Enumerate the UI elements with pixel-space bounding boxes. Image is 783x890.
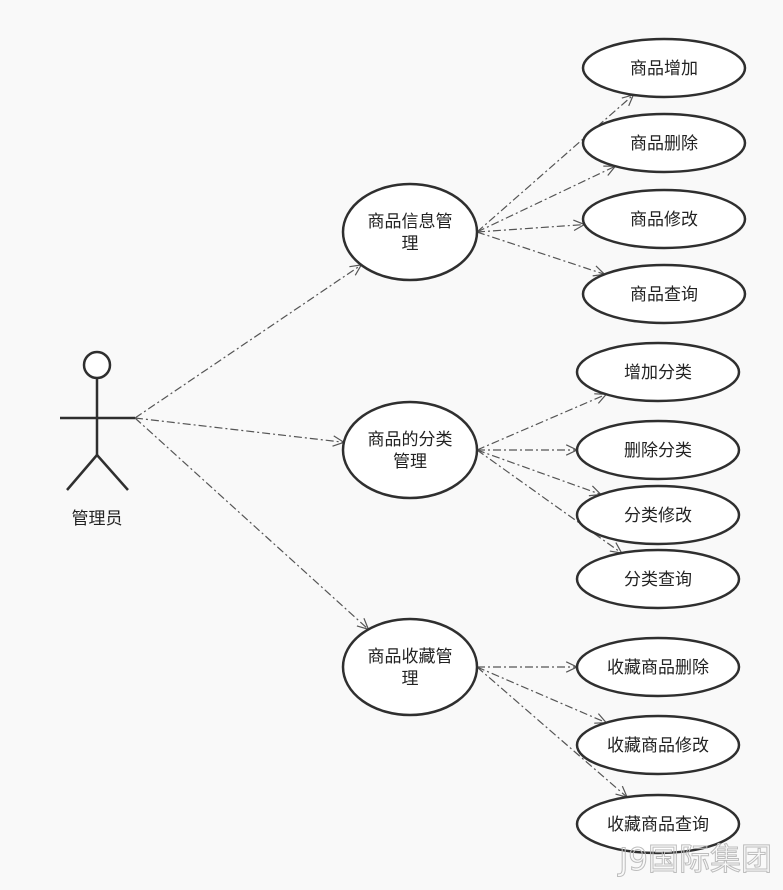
edge-goods-category-to-category-add (476, 393, 607, 451)
usecase-goods-query-ellipse (581, 263, 747, 325)
usecase-favorite-edit: 收藏商品修改 (575, 714, 741, 776)
usecase-goods-add-label: 商品增加 (630, 59, 698, 79)
usecase-category-add-label: 增加分类 (624, 363, 692, 383)
usecase-goods-edit-ellipse (581, 188, 747, 250)
edge-actor-to-goods-info-arrowhead (349, 264, 363, 276)
usecase-favorite-edit-ellipse (575, 714, 741, 776)
usecase-favorite-edit-label: 收藏商品修改 (607, 736, 709, 756)
usecase-category-edit-ellipse (575, 484, 741, 546)
actor-label: 管理员 (72, 509, 123, 529)
usecase-goods-edit-label: 商品修改 (630, 210, 698, 230)
edge-actor-to-goods-category (134, 417, 344, 443)
edge-actor-to-goods-info (134, 264, 362, 419)
edge-goods-info-to-goods-delete-arrowhead (603, 165, 617, 176)
edge-actor-to-goods-favorite (134, 417, 369, 630)
usecase-category-query: 分类查询 (575, 548, 741, 610)
edge-goods-info-to-goods-delete (476, 165, 616, 233)
actor-head (82, 350, 112, 380)
usecase-goods-query: 商品查询 (581, 263, 747, 325)
edge-goods-favorite-to-favorite-query (476, 666, 628, 798)
edge-goods-category-to-category-query-arrowhead (609, 542, 623, 554)
usecase-category-delete: 删除分类 (575, 419, 741, 481)
nodes-layer: 商品信息管理商品增加商品删除商品修改商品查询商品的分类管理增加分类删除分类分类修… (341, 37, 747, 855)
usecase-goods-edit: 商品修改 (581, 188, 747, 250)
edge-goods-category-to-category-edit (476, 449, 602, 496)
edge-goods-info-to-goods-add (476, 94, 634, 233)
usecase-goods-delete-ellipse (581, 112, 747, 174)
usecase-category-delete-label: 删除分类 (624, 441, 692, 461)
usecase-goods-info-label: 商品信息管 (368, 212, 453, 232)
usecase-category-add-ellipse (575, 341, 741, 403)
usecase-favorite-query-label: 收藏商品查询 (607, 815, 709, 835)
actor: 管理员 (60, 350, 135, 529)
usecase-goods-query-label: 商品查询 (630, 285, 698, 305)
usecase-goods-delete-label: 商品删除 (630, 134, 698, 154)
usecase-category-query-ellipse (575, 548, 741, 610)
usecase-goods-info-ellipse (341, 182, 479, 282)
usecase-favorite-query-ellipse (575, 793, 741, 855)
usecase-category-edit: 分类修改 (575, 484, 741, 546)
watermark: J9国际集团 (617, 842, 772, 878)
usecase-goods-delete: 商品删除 (581, 112, 747, 174)
usecase-favorite-query: 收藏商品查询 (575, 793, 741, 855)
usecase-category-query-label: 分类查询 (624, 570, 692, 590)
usecase-goods-add: 商品增加 (581, 37, 747, 99)
actor-right-leg (96, 454, 129, 491)
usecase-favorite-delete: 收藏商品删除 (575, 636, 741, 698)
usecase-favorite-delete-label: 收藏商品删除 (607, 658, 709, 678)
edge-goods-favorite-to-favorite-edit (476, 666, 607, 724)
usecase-goods-add-ellipse (581, 37, 747, 99)
usecase-goods-favorite-label: 理 (402, 669, 419, 689)
edge-goods-info-to-goods-edit (476, 223, 585, 233)
edge-goods-info-to-goods-query (476, 231, 605, 275)
usecase-goods-category-label: 管理 (393, 452, 427, 472)
usecase-category-delete-ellipse (575, 419, 741, 481)
usecase-category-add: 增加分类 (575, 341, 741, 403)
actor-left-leg (66, 454, 98, 491)
usecase-goods-favorite-label: 商品收藏管 (368, 647, 453, 667)
usecase-goods-info-label: 理 (402, 234, 419, 254)
usecase-goods-favorite-ellipse (341, 617, 479, 717)
usecase-goods-category-ellipse (341, 400, 479, 500)
usecase-goods-category-label: 商品的分类 (368, 430, 453, 450)
usecase-category-edit-label: 分类修改 (624, 506, 692, 526)
edge-goods-category-to-category-query (476, 449, 622, 554)
usecase-favorite-delete-ellipse (575, 636, 741, 698)
